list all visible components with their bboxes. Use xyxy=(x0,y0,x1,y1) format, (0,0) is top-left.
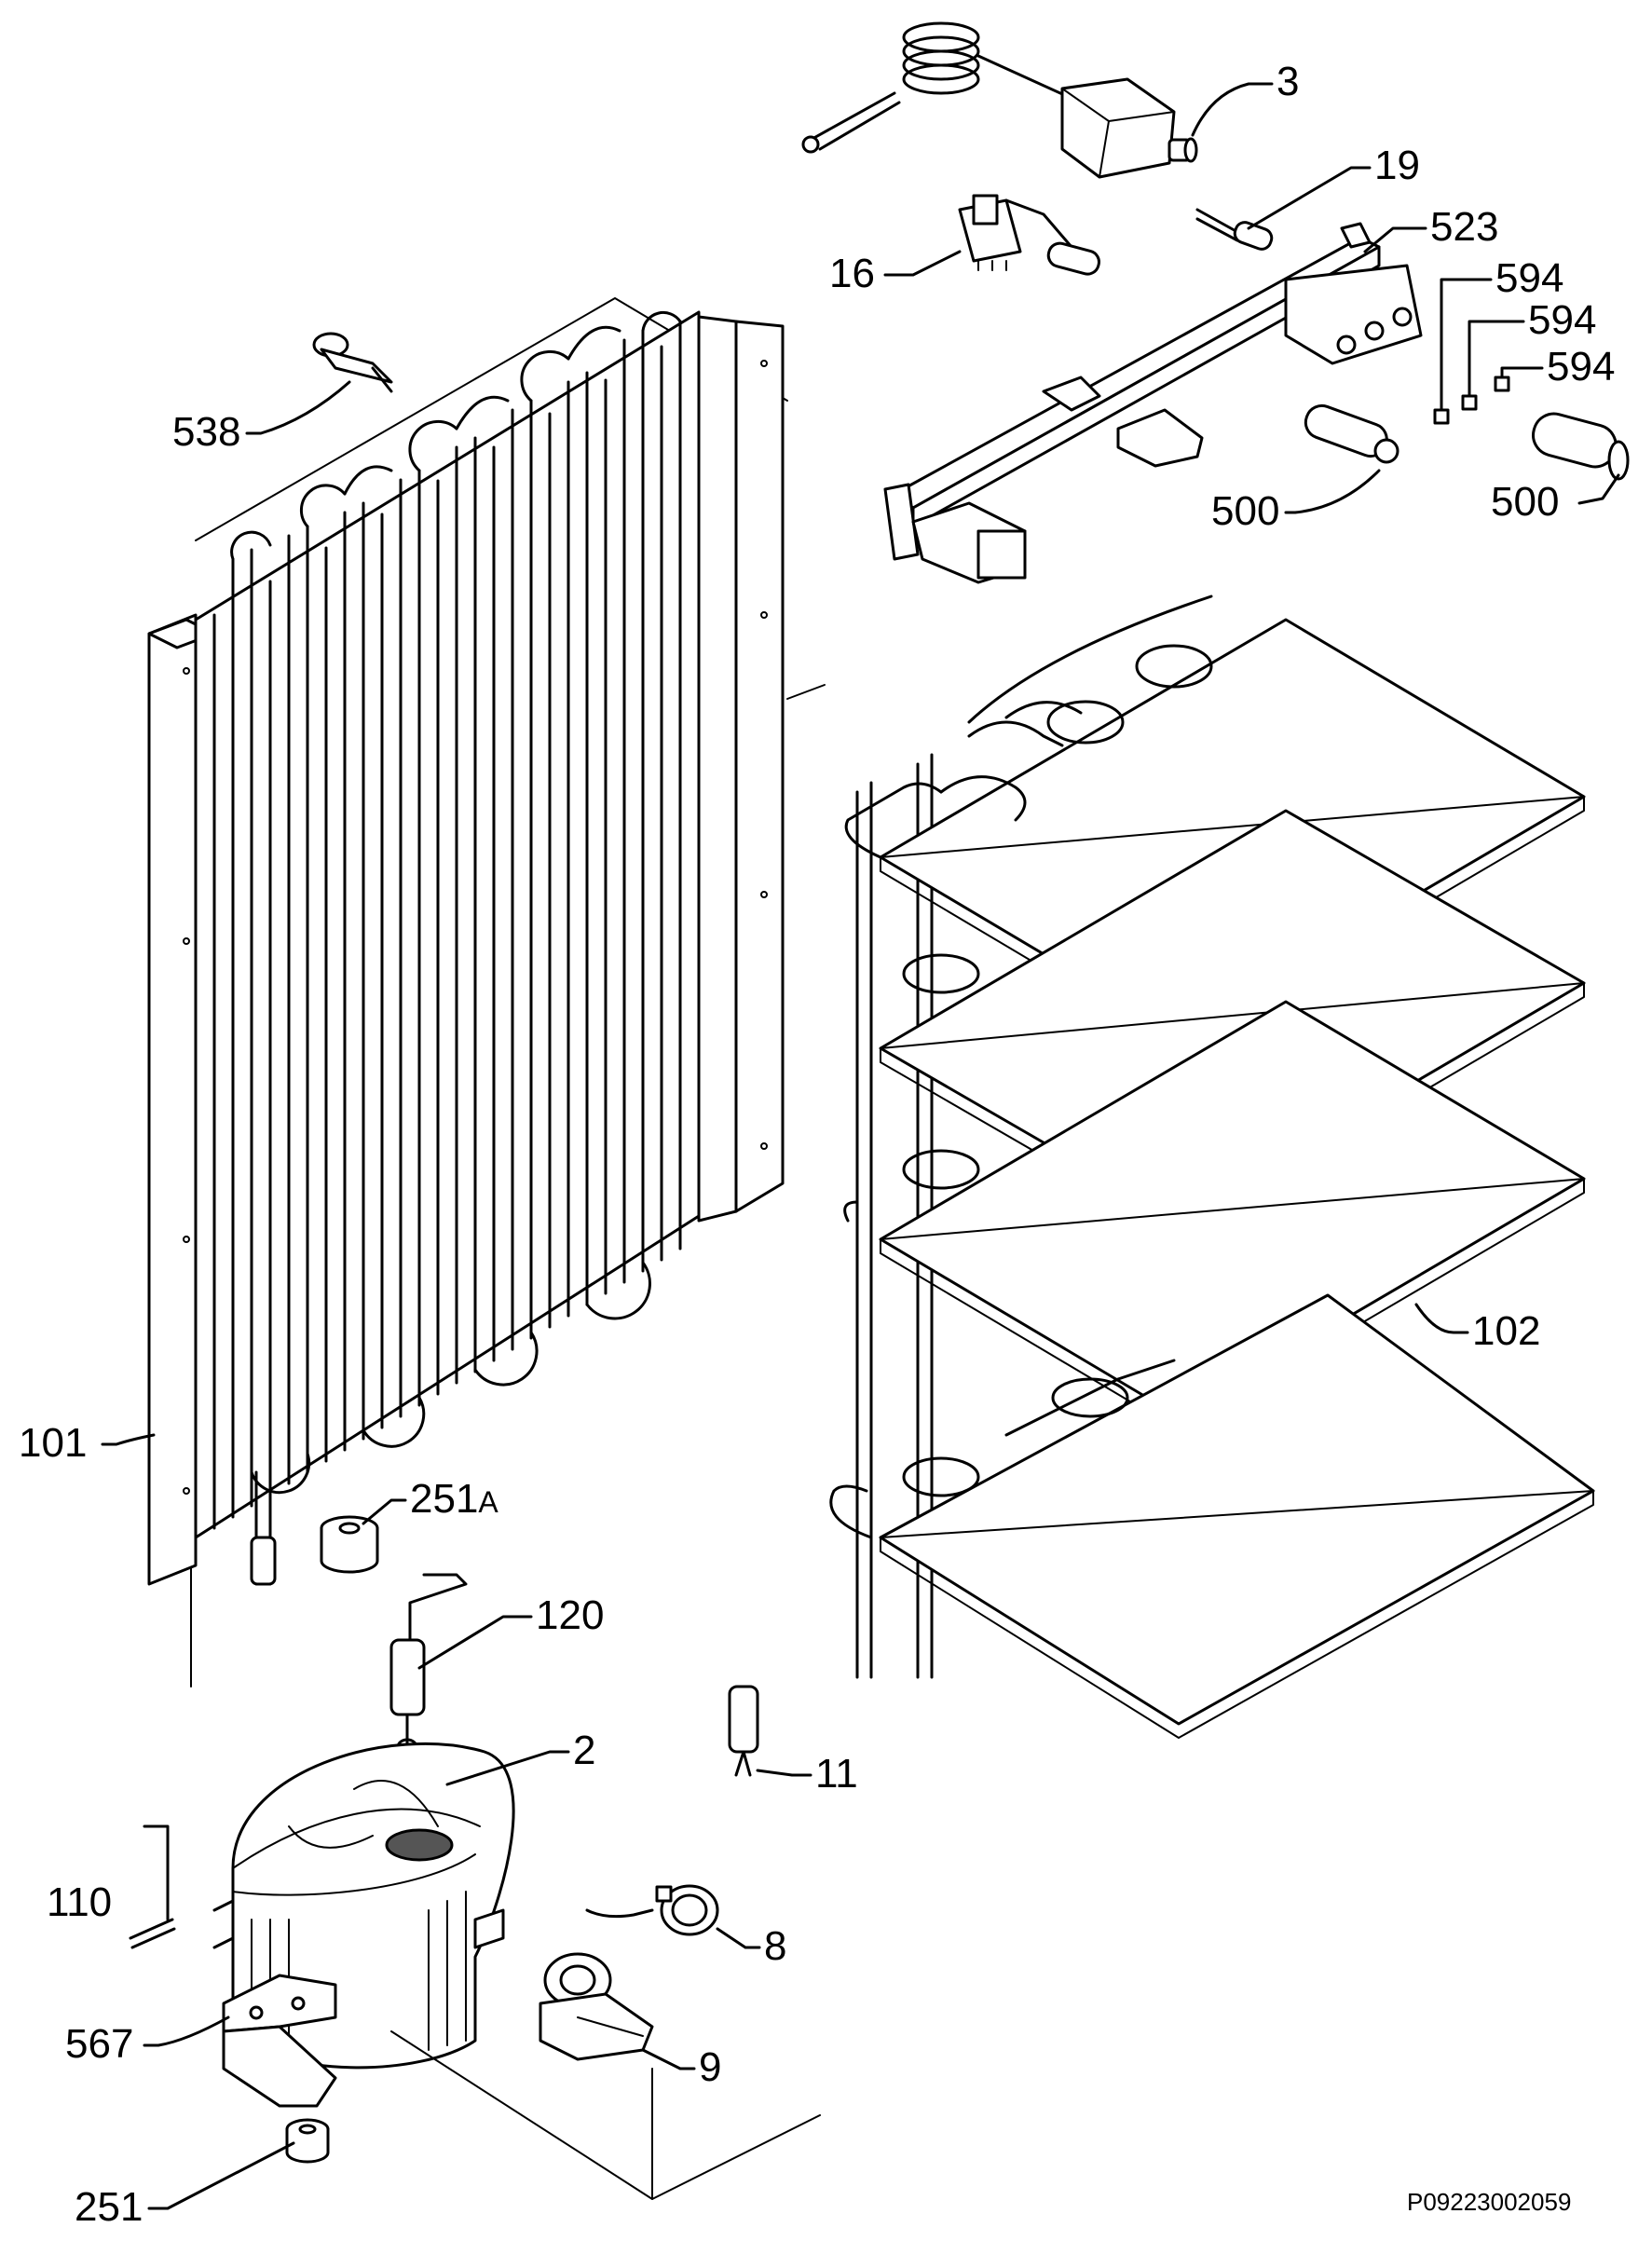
lamp-socket-19 xyxy=(1195,208,1274,251)
pin-110 xyxy=(129,1918,176,1949)
grommet-251A xyxy=(320,1515,379,1574)
cabinet-base-outline xyxy=(390,2030,821,2200)
drawing-reference-code: P09223002059 xyxy=(1407,2188,1572,2216)
overload-8 xyxy=(585,1884,719,1936)
label-500-a: 500 xyxy=(1211,488,1280,534)
relay-9 xyxy=(539,1952,654,2061)
label-594-a: 594 xyxy=(1495,255,1564,301)
label-594-c: 594 xyxy=(1547,344,1616,389)
bulb-11 xyxy=(728,1685,759,1777)
leader-lines xyxy=(101,82,1620,2210)
label-110: 110 xyxy=(47,1879,113,1925)
control-panel-523 xyxy=(883,222,1423,584)
label-120: 120 xyxy=(536,1592,605,1638)
label-251A: 251A xyxy=(410,1479,498,1520)
clip-538 xyxy=(312,332,393,393)
label-594-b: 594 xyxy=(1528,297,1597,343)
label-101: 101 xyxy=(19,1420,88,1466)
starter-120 xyxy=(389,1573,468,1756)
label-538: 538 xyxy=(172,409,241,455)
label-102: 102 xyxy=(1472,1308,1541,1354)
label-251: 251 xyxy=(75,2184,143,2230)
lamp-500-b xyxy=(1532,412,1630,481)
label-8: 8 xyxy=(764,1923,787,1969)
door-switch-16 xyxy=(958,194,1100,276)
label-9: 9 xyxy=(699,2044,722,2090)
label-251A-suffix: A xyxy=(478,1485,498,1519)
label-11: 11 xyxy=(815,1751,858,1797)
label-2: 2 xyxy=(573,1728,596,1773)
condenser-101 xyxy=(147,310,785,1586)
label-523: 523 xyxy=(1430,204,1499,250)
label-500-b: 500 xyxy=(1491,479,1560,525)
label-16: 16 xyxy=(829,251,875,296)
compressor-2 xyxy=(212,1742,515,2108)
label-251A-number: 251 xyxy=(410,1476,479,1522)
caps-594 xyxy=(1433,376,1510,425)
label-19: 19 xyxy=(1374,143,1420,188)
label-567: 567 xyxy=(65,2021,134,2067)
evaporator-shelves-102 xyxy=(829,594,1595,1739)
label-3: 3 xyxy=(1277,59,1300,104)
thermostat-3 xyxy=(801,21,1198,179)
grommet-251 xyxy=(285,2118,330,2164)
lamp-500-a xyxy=(1304,403,1399,464)
